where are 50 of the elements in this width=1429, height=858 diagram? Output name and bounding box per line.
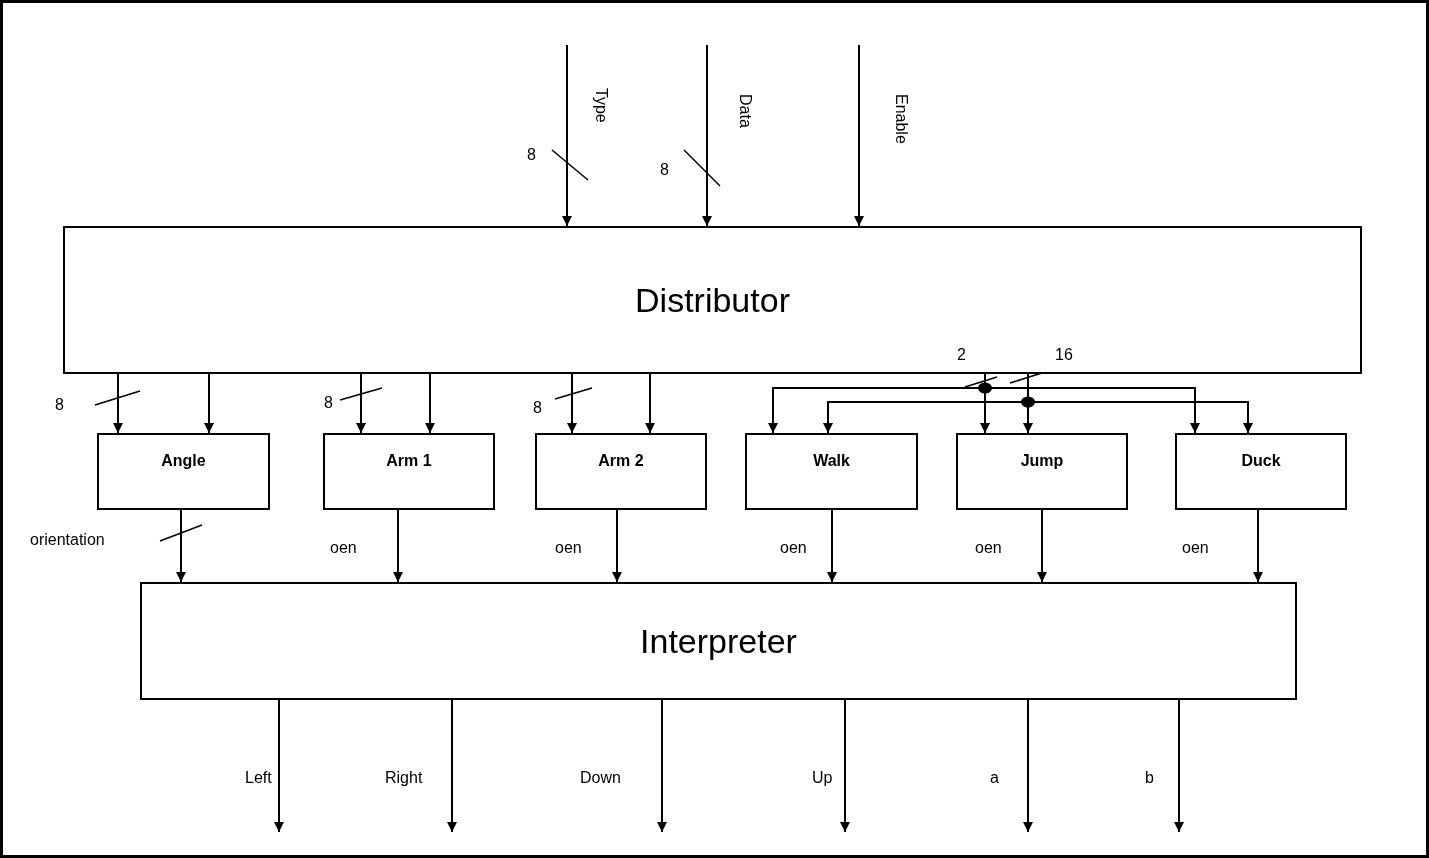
signal-label: Down [580,770,621,786]
signal-label: oen [780,540,807,556]
signal-label: Left [245,770,272,786]
bus-width-label: 8 [324,395,333,411]
module-box: Jump [956,433,1128,510]
signal-label: b [1145,770,1154,786]
signal-label: oen [555,540,582,556]
bus-width-label: 8 [533,400,542,416]
arrow [854,44,864,227]
arrow [567,373,577,434]
arrow [113,373,123,434]
module-box: Walk [745,433,918,510]
signal-label: Data [737,94,753,128]
arrow [274,699,284,833]
bus-width-label: 2 [957,347,966,363]
signal-label: Right [385,770,423,786]
signal-label: oen [330,540,357,556]
signal-label: a [990,770,999,786]
arrow [447,699,457,833]
module-box: Arm 2 [535,433,707,510]
arrow [1037,509,1047,583]
module-box: Angle [97,433,270,510]
arrow [1023,699,1033,833]
bus-width-label: 8 [55,397,64,413]
signal-label: oen [975,540,1002,556]
arrow [1253,509,1263,583]
arrow [1174,699,1184,833]
module-box: Arm 1 [323,433,495,510]
signal-label: Type [593,88,609,123]
bus-width-label: 16 [1055,347,1073,363]
module-box: Duck [1175,433,1347,510]
arrow [657,699,667,833]
bus-width-label: 8 [660,162,669,178]
signal-label: Enable [893,94,909,144]
arrow [425,373,435,434]
arrow [562,44,572,227]
signal-label: Up [812,770,833,786]
arrow [827,509,837,583]
arrow [176,509,186,583]
arrow [204,373,214,434]
arrow [612,509,622,583]
arrow [645,373,655,434]
signal-label: oen [1182,540,1209,556]
block-box: Interpreter [140,582,1297,700]
arrow [393,509,403,583]
arrow [356,373,366,434]
bus-width-label: 8 [527,147,536,163]
arrow [840,699,850,833]
arrow [702,44,712,227]
signal-label: orientation [30,532,105,548]
